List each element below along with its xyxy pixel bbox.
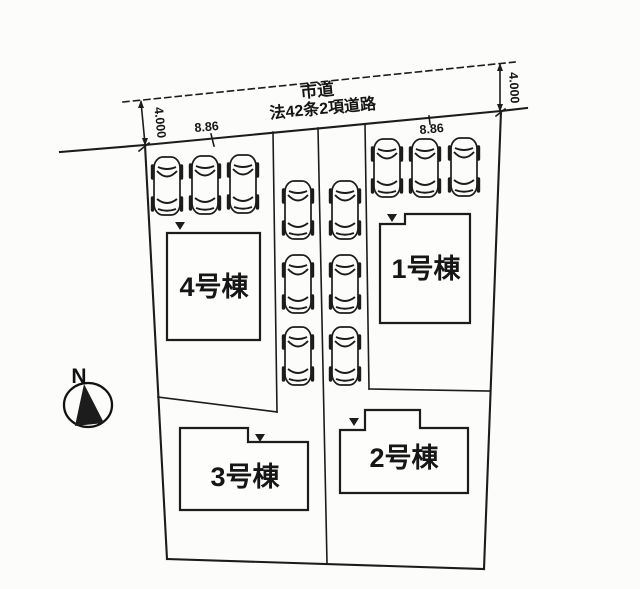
road-near-edge-boundary-line [58, 106, 529, 154]
building-4-label: 4号棟 [179, 272, 249, 302]
compass-icon: N [62, 365, 114, 429]
frontage-right-label: 8.86 [419, 121, 445, 137]
car-icon [187, 154, 223, 216]
frontage-left-tick [210, 133, 215, 147]
arrow-up-icon [497, 63, 503, 71]
parcel-divider-line-a [272, 131, 278, 413]
road-width-right-label: 4.000 [506, 72, 522, 104]
road-width-left-label: 4.000 [151, 106, 168, 139]
car-icon [407, 137, 443, 199]
car-icon [369, 137, 405, 199]
building-2-label: 2号棟 [369, 443, 439, 473]
building-1-outline [378, 212, 472, 325]
road-label-group: 市道 法42条2項道路 [269, 79, 378, 123]
parcel-line-lot4-lot3 [157, 396, 278, 413]
road-name-label: 市道 [299, 79, 335, 102]
car-icon [225, 153, 261, 215]
frontage-left-label: 8.86 [194, 119, 220, 135]
parcel-divider-line-c [364, 123, 370, 390]
car-icon [280, 253, 316, 315]
road-far-edge-dashed-line [122, 61, 516, 103]
car-icon [327, 325, 363, 387]
arrow-down-icon [497, 104, 503, 112]
arrow-up-icon [138, 100, 144, 108]
compass-north-label: N [71, 365, 86, 388]
frontage-right-tick [428, 115, 431, 125]
building-4-outline [165, 231, 262, 342]
car-icon [149, 155, 185, 217]
building-3-outline [178, 426, 310, 512]
arrow-down-icon [142, 138, 148, 146]
building-1-label: 1号棟 [391, 254, 461, 284]
car-icon [327, 179, 363, 241]
car-icon [280, 325, 316, 387]
parcel-divider-line-center [317, 127, 328, 564]
car-icon [446, 136, 482, 198]
plot-bottom-boundary-line [165, 557, 486, 571]
parcel-line-lot1-lot2 [368, 388, 491, 392]
dimension-line-left [140, 101, 146, 145]
car-icon [280, 179, 316, 241]
building-2-outline [338, 408, 470, 495]
building-3-label: 3号棟 [210, 462, 280, 492]
entrance-marker-icon [175, 222, 185, 230]
corner-tick-left [137, 141, 151, 153]
entrance-marker-icon [349, 418, 359, 426]
plot-right-boundary-line [482, 109, 503, 571]
car-icon [327, 253, 363, 315]
plot-left-boundary-line [143, 143, 169, 561]
entrance-marker-icon [255, 434, 265, 442]
compass-circle [62, 381, 114, 429]
compass-needle-icon [75, 384, 104, 426]
entrance-marker-icon [387, 214, 397, 222]
